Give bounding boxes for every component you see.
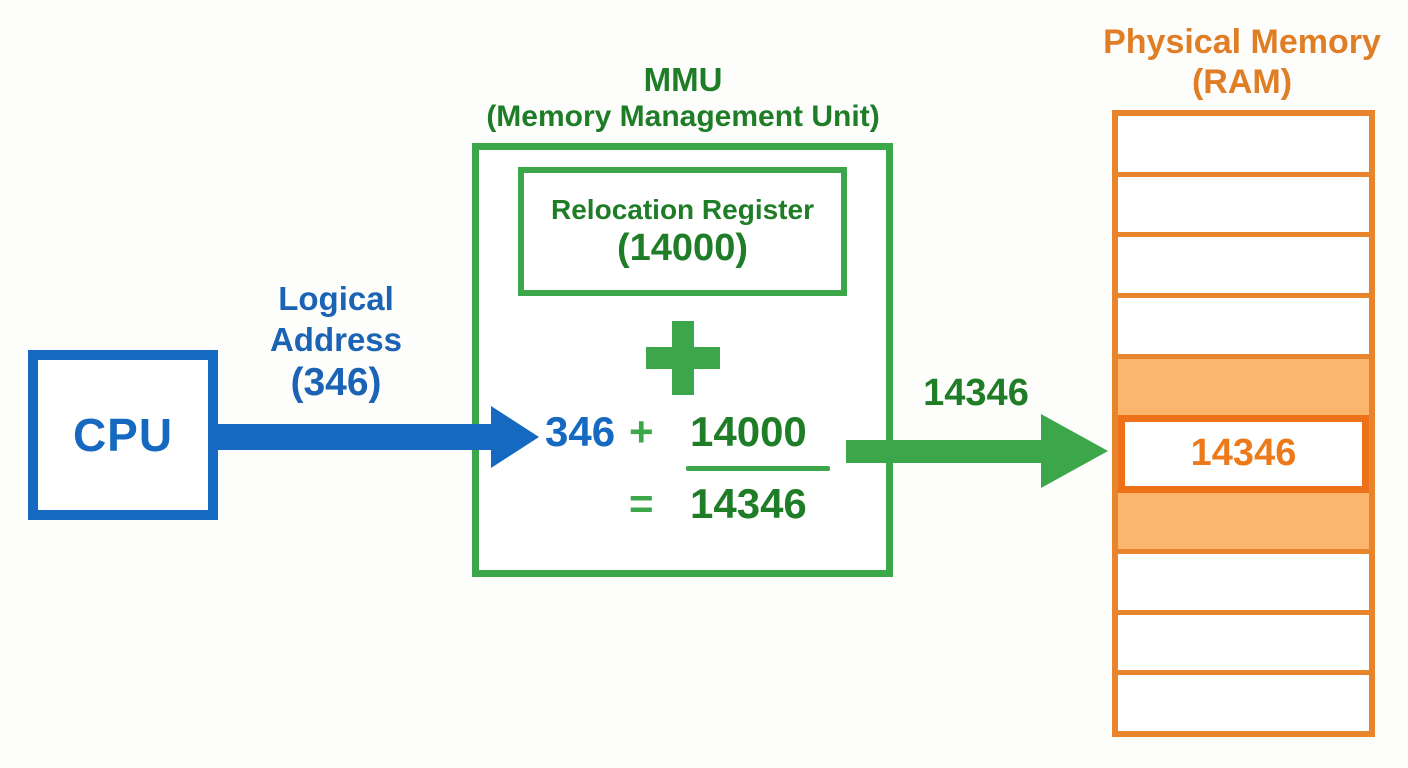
physical-address-arrow-shaft [846, 440, 1043, 463]
mmu-title-line2: (Memory Management Unit) [486, 100, 880, 133]
physical-memory-title-line1: Physical Memory [1103, 23, 1381, 61]
logical-address-arrow-shaft [217, 424, 495, 450]
ram-table: 14346 [1112, 110, 1375, 737]
logical-address-value: (346) [290, 361, 382, 404]
logical-address-label: Logical Address (346) [238, 278, 434, 406]
equation-base-operand: 14000 [690, 408, 807, 455]
equation-plus-operator: + [629, 408, 654, 455]
mmu-title: MMU (Memory Management Unit) [428, 61, 938, 135]
cpu-label: CPU [72, 409, 174, 461]
ram-row [1118, 554, 1369, 615]
ram-row [1118, 675, 1369, 731]
relocation-register-label: Relocation Register [551, 193, 814, 225]
ram-row [1118, 615, 1369, 676]
ram-row [1118, 237, 1369, 299]
physical-address-value: 14346 [923, 372, 1029, 414]
equation-fraction-line [686, 466, 830, 471]
ram-cell-value: 14346 [1190, 432, 1297, 475]
equation-logical-operand: 346 [545, 408, 616, 455]
logical-address-line2: Address [269, 321, 403, 358]
equation-equals-sign: = [629, 480, 654, 527]
ram-row-mapped-address: 14346 [1118, 414, 1369, 494]
logical-address-arrow-head-icon [491, 406, 539, 468]
plus-icon [646, 321, 720, 395]
ram-row [1118, 493, 1369, 554]
physical-memory-title: Physical Memory (RAM) [1087, 22, 1397, 102]
logical-address-line1: Logical [278, 280, 394, 317]
physical-memory-title-line2: (RAM) [1191, 63, 1293, 101]
relocation-register-box: Relocation Register (14000) [518, 167, 847, 296]
ram-row [1118, 298, 1369, 359]
cpu-box: CPU [28, 350, 218, 520]
ram-row [1118, 177, 1369, 238]
mmu-title-line1: MMU [643, 61, 723, 98]
equation-result: 14346 [690, 480, 807, 527]
physical-address-arrow-head-icon [1041, 414, 1108, 488]
relocation-register-value: (14000) [617, 226, 748, 269]
ram-row [1118, 358, 1369, 415]
ram-row [1118, 116, 1369, 177]
